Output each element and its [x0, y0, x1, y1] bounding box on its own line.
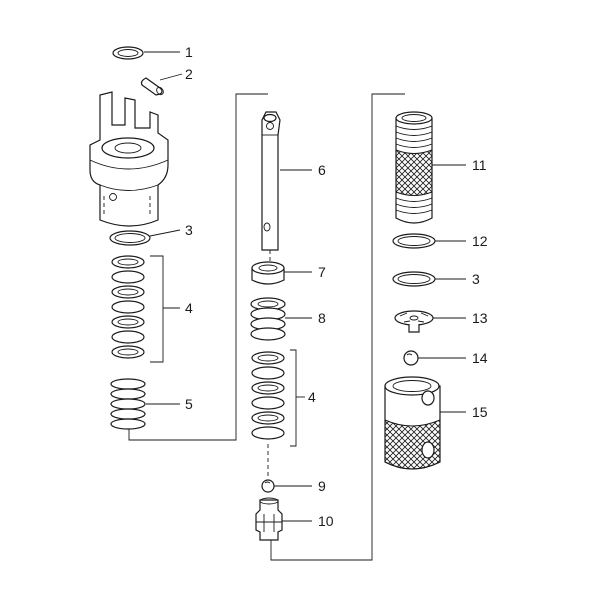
callout-4-left: 4 — [185, 300, 193, 316]
part-5-spring — [110, 378, 146, 430]
callout-6: 6 — [318, 162, 326, 178]
callout-8: 8 — [318, 310, 326, 326]
part-13-guide — [394, 310, 434, 333]
leader-lines — [144, 51, 466, 522]
callout-2: 2 — [185, 66, 193, 82]
part-8-spring — [250, 297, 286, 341]
callout-12: 12 — [472, 233, 488, 249]
part-15-housing — [384, 376, 441, 470]
part-9-ball — [261, 444, 275, 493]
callout-4-middle: 4 — [308, 389, 316, 405]
part-3-ring-right — [392, 271, 436, 287]
part-3-ring-left — [109, 230, 151, 246]
part-14-ball — [403, 350, 419, 366]
assembly-path-lines — [128, 93, 405, 561]
yoke-housing — [89, 91, 169, 227]
part-10-fitting — [255, 497, 283, 541]
part-7-collar — [251, 261, 285, 285]
part-2-pin — [140, 77, 164, 96]
callout-14: 14 — [472, 350, 488, 366]
part-4-packing-stack-left — [111, 255, 164, 363]
part-12-ring — [392, 233, 436, 249]
callout-5: 5 — [185, 396, 193, 412]
part-11-cylinder — [395, 111, 433, 224]
callout-3-right: 3 — [472, 271, 480, 287]
callout-9: 9 — [318, 478, 326, 494]
callout-10: 10 — [318, 513, 334, 529]
callout-13: 13 — [472, 310, 488, 326]
callout-numbers: 1 2 3 4 5 6 7 8 4 9 10 11 12 3 13 14 15 — [185, 44, 488, 529]
callout-11: 11 — [472, 157, 487, 173]
callout-15: 15 — [472, 404, 488, 420]
part-6-rod — [261, 111, 281, 262]
callout-7: 7 — [318, 264, 326, 280]
part-1-ring — [112, 46, 144, 60]
part-4-packing-stack-middle — [251, 349, 297, 447]
callout-3-left: 3 — [185, 222, 193, 238]
callout-1: 1 — [185, 44, 193, 60]
